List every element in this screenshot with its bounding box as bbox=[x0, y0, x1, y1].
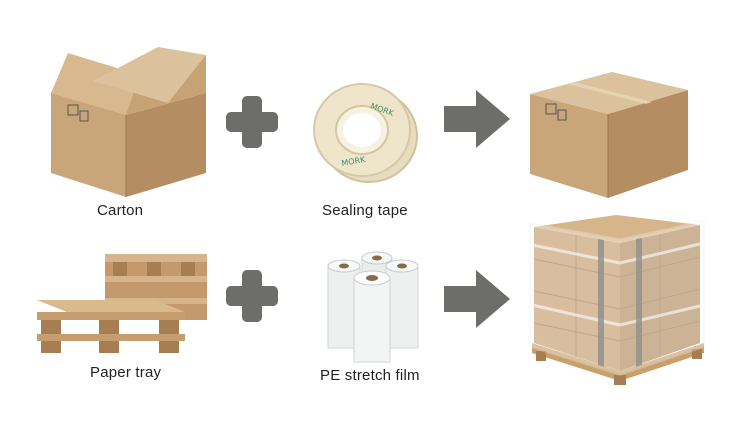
right-arrow-icon bbox=[444, 270, 510, 328]
plus-icon bbox=[226, 96, 278, 148]
open-carton-box-image bbox=[51, 47, 206, 197]
stretch-film-rolls-image bbox=[327, 251, 419, 363]
svg-text:MORK: MORK bbox=[341, 155, 367, 168]
pe-stretch-film-label: PE stretch film bbox=[320, 367, 420, 384]
sealing-tape-label: Sealing tape bbox=[322, 202, 408, 219]
carton-label: Carton bbox=[97, 202, 144, 219]
paper-tray-label: Paper tray bbox=[90, 364, 162, 381]
paper-pallet-image bbox=[37, 254, 207, 353]
wrapped-pallet-load-image bbox=[529, 215, 705, 385]
tape-roll-image: MORK MORK bbox=[313, 83, 418, 183]
sealed-carton-box-image bbox=[530, 72, 688, 198]
right-arrow-icon bbox=[444, 90, 510, 148]
plus-icon bbox=[226, 270, 278, 322]
